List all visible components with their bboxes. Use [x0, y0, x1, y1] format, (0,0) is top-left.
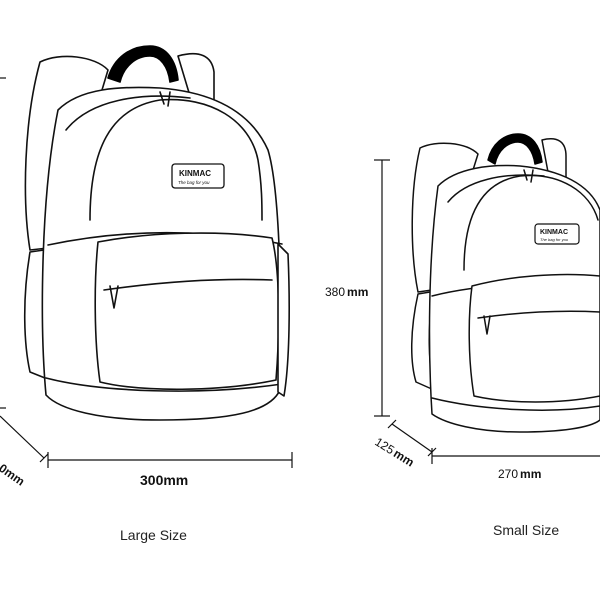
small-top-panel [463, 174, 599, 271]
large-dimensions [0, 77, 293, 468]
small-pocket-zipper [477, 310, 600, 319]
large-handle [107, 45, 179, 83]
small-size-caption: Small Size [493, 522, 560, 538]
small-dimensions [374, 159, 600, 464]
large-logo-brand: KINMAC [179, 169, 211, 178]
large-depth-label: 0mm [0, 461, 27, 489]
small-backpack [411, 133, 600, 433]
large-logo-tagline: The bag for you [178, 180, 210, 185]
small-front-pocket [468, 273, 600, 403]
large-front-pocket [94, 232, 280, 391]
small-bottom-band [431, 397, 600, 411]
large-size-caption: Large Size [120, 527, 187, 543]
small-top-zipper [447, 174, 545, 203]
large-depth-line [0, 415, 45, 459]
large-logo-tag: KINMAC The bag for you [171, 163, 225, 189]
large-pocket-zipper [103, 278, 273, 291]
small-logo-tag: KINMAC The bag for you [534, 223, 580, 245]
large-width-label: 300mm [140, 472, 188, 488]
large-bottom-band [45, 377, 283, 392]
large-top-panel [89, 98, 263, 221]
small-depth-label: 125mm [372, 435, 416, 470]
large-top-zipper [65, 95, 191, 131]
large-zipper-pull [109, 285, 119, 309]
small-logo-brand: KINMAC [540, 229, 568, 236]
large-backpack [23, 45, 290, 421]
large-top-zipper-pulls [159, 91, 171, 107]
small-depth-line [391, 423, 433, 453]
small-top-zipper-pulls [523, 169, 534, 183]
small-zipper-pull [483, 315, 491, 335]
small-handle [487, 133, 543, 165]
large-side-panel-right [277, 243, 290, 397]
small-logo-tagline: The bag for you [540, 237, 569, 242]
